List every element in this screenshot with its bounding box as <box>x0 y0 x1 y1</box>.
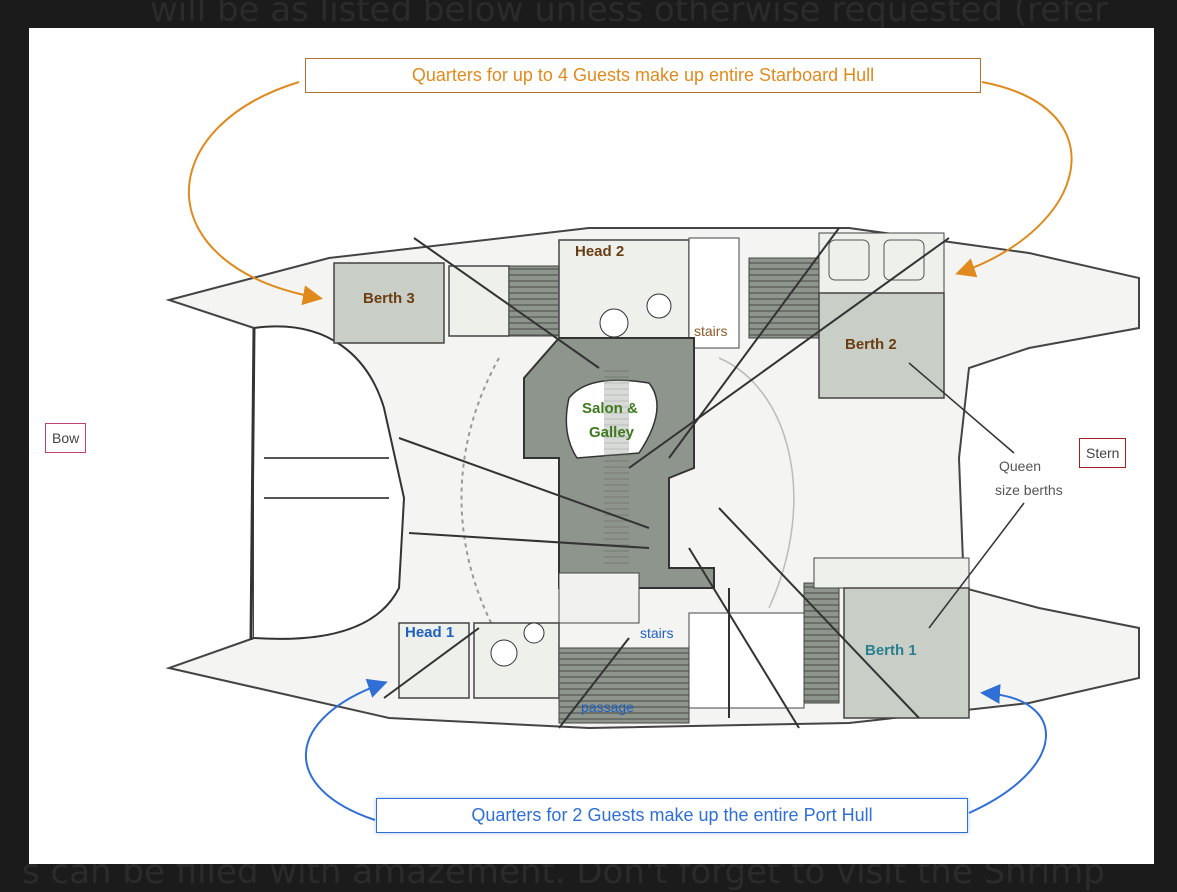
salon-galley-label-line2: Galley <box>589 424 635 441</box>
starboard-quarters-callout: Quarters for up to 4 Guests make up enti… <box>305 58 981 93</box>
queen-berths-note-line2: size berths <box>995 482 1063 498</box>
head-1-label: Head 1 <box>405 624 455 641</box>
berth-1-label: Berth 1 <box>865 642 917 659</box>
berth-2-label: Berth 2 <box>845 336 897 353</box>
head-2-label: Head 2 <box>575 243 625 260</box>
bow-tag: Bow <box>45 423 87 453</box>
berth-3-label: Berth 3 <box>363 290 415 307</box>
stern-tag: Stern <box>1079 438 1127 468</box>
background-text-top: will be as listed below unless otherwise… <box>150 0 1109 30</box>
salon-galley-label-line1: Salon & <box>582 400 638 417</box>
stairs-bottom-label: stairs <box>640 625 674 641</box>
passage-label: passage <box>581 699 634 715</box>
port-quarters-callout: Quarters for 2 Guests make up the entire… <box>376 798 968 833</box>
image-lightbox: Quarters for up to 4 Guests make up enti… <box>29 28 1154 864</box>
stairs-top-label: stairs <box>694 323 728 339</box>
catamaran-floor-plan <box>165 81 1140 821</box>
queen-berths-note-line1: Queen <box>999 458 1042 474</box>
